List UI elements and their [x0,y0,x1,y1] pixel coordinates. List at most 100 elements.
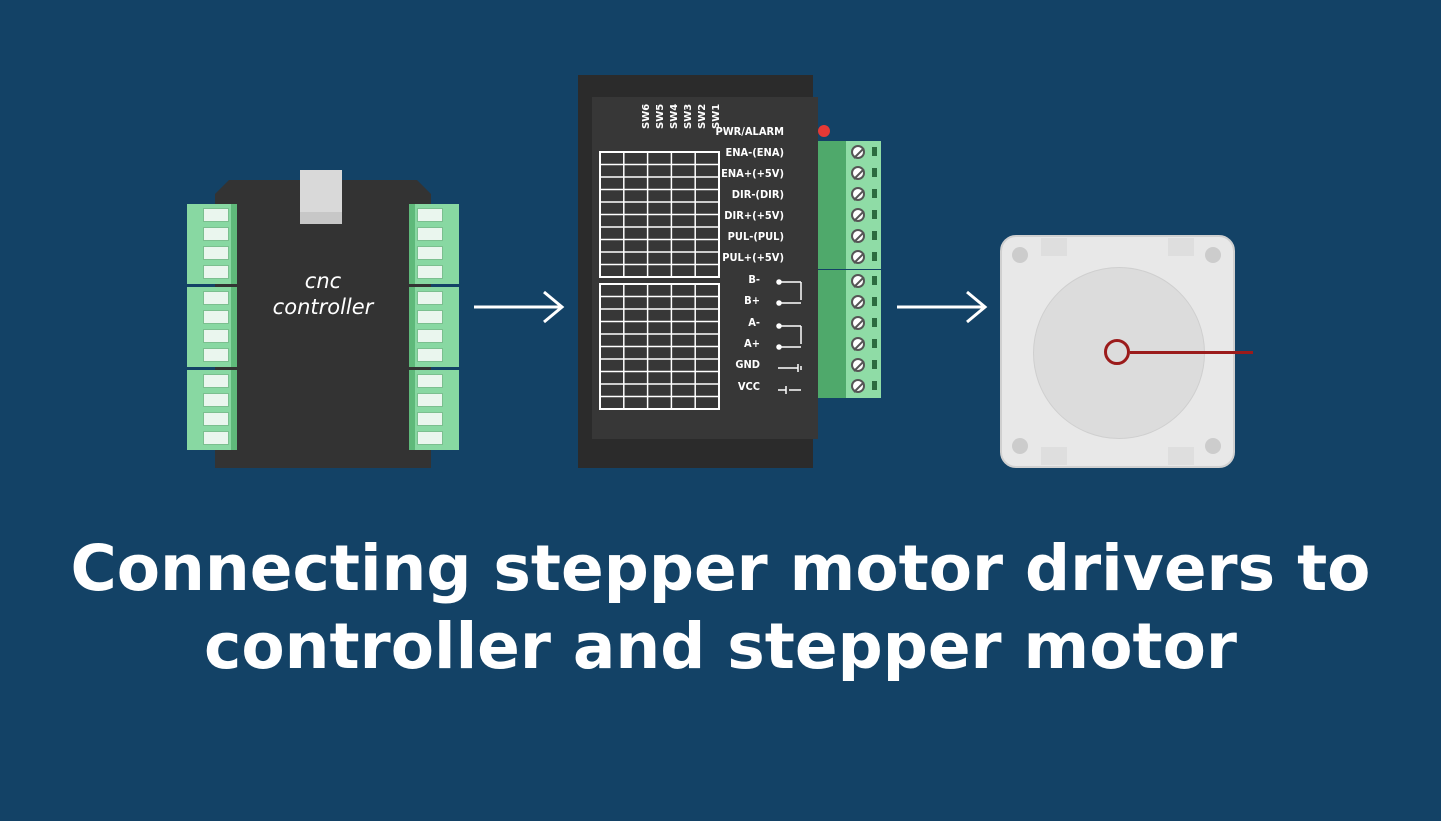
terminal-indicator [872,231,877,240]
dip-switch-table [599,151,720,278]
mount-screw [1041,238,1067,256]
pin-label: B- [748,273,760,286]
terminal-slot [203,310,229,324]
terminal-screw [851,337,865,351]
pin-label: A+ [744,337,760,350]
terminal-slot [417,310,443,324]
dip-switch-table [599,283,720,410]
mount-screw [1168,238,1194,256]
switch-label: SW6 [641,103,652,129]
switch-label: SW5 [655,103,666,129]
terminal-slot [417,227,443,241]
pwr-alarm-led [818,125,830,137]
terminal-indicator [872,360,877,369]
terminal-block [409,204,459,284]
terminal-screw [851,145,865,159]
terminal-block [187,204,237,284]
terminal-block [818,270,881,398]
terminal-indicator [872,381,877,390]
terminal-slot [417,348,443,362]
terminal-indicator [872,339,877,348]
terminal-slot [203,393,229,407]
pin-label: ENA-(ENA) [725,146,784,159]
pin-label: PUL-(PUL) [727,230,784,243]
terminal-edge [818,141,846,269]
controller-label-line2: controller [272,295,374,319]
terminal-slot [417,329,443,343]
terminal-edge [409,204,415,284]
motor-shaft-line [1130,351,1253,354]
title-line2: controller and stepper motor [204,610,1237,683]
pin-label: DIR-(DIR) [731,188,784,201]
terminal-slot [417,291,443,305]
terminal-slot [203,374,229,388]
stepper-motor [1000,235,1255,470]
terminal-block [818,141,881,269]
terminal-slot [417,393,443,407]
terminal-edge [231,204,237,284]
terminal-screw [851,379,865,393]
terminal-slot [417,431,443,445]
pin-label: PUL+(+5V) [722,251,784,264]
terminal-screw [851,229,865,243]
terminal-indicator [872,168,877,177]
terminal-edge [818,270,846,398]
terminal-indicator [872,318,877,327]
terminal-slot [417,208,443,222]
mount-hole [1012,247,1028,263]
terminal-slot [203,412,229,426]
usb-port [300,170,342,224]
terminal-edge [409,287,415,367]
terminal-block [187,287,237,367]
pin-label: B+ [744,294,760,307]
terminal-screw [851,208,865,222]
mount-screw [1041,447,1067,465]
terminal-slot [203,348,229,362]
controller-body [215,180,431,468]
terminal-screw [851,187,865,201]
terminal-edge [409,370,415,450]
pin-label: PWR/ALARM [715,125,784,138]
arrow-right-icon [474,290,566,324]
terminal-edge [231,370,237,450]
diagram-title: Connecting stepper motor drivers to cont… [0,530,1441,686]
terminal-screw [851,250,865,264]
wiring-symbols-icon [776,279,802,394]
terminal-block [187,370,237,450]
arrow-right-icon [897,290,989,324]
terminal-indicator [872,189,877,198]
terminal-slot [417,374,443,388]
terminal-slot [203,431,229,445]
terminal-screw [851,274,865,288]
terminal-slot [203,329,229,343]
terminal-slot [203,265,229,279]
terminal-slot [417,246,443,260]
terminal-indicator [872,276,877,285]
terminal-slot [417,265,443,279]
terminal-edge [231,287,237,367]
mount-hole [1205,247,1221,263]
motor-shaft [1104,339,1130,365]
mount-hole [1012,438,1028,454]
terminal-indicator [872,252,877,261]
terminal-slot [203,208,229,222]
mount-hole [1205,438,1221,454]
driver-face [592,97,818,439]
terminal-screw [851,166,865,180]
cnc-controller: cnc controller [187,170,459,470]
pin-label: A- [748,316,760,329]
terminal-block [409,287,459,367]
terminal-slot [203,246,229,260]
title-line1: Connecting stepper motor drivers to [70,532,1371,605]
terminal-slot [203,291,229,305]
terminal-screw [851,358,865,372]
terminal-indicator [872,210,877,219]
terminal-slot [417,412,443,426]
terminal-screw [851,295,865,309]
pin-label: ENA+(+5V) [721,167,784,180]
terminal-indicator [872,147,877,156]
mount-screw [1168,447,1194,465]
pin-label: DIR+(+5V) [724,209,784,222]
terminal-indicator [872,297,877,306]
